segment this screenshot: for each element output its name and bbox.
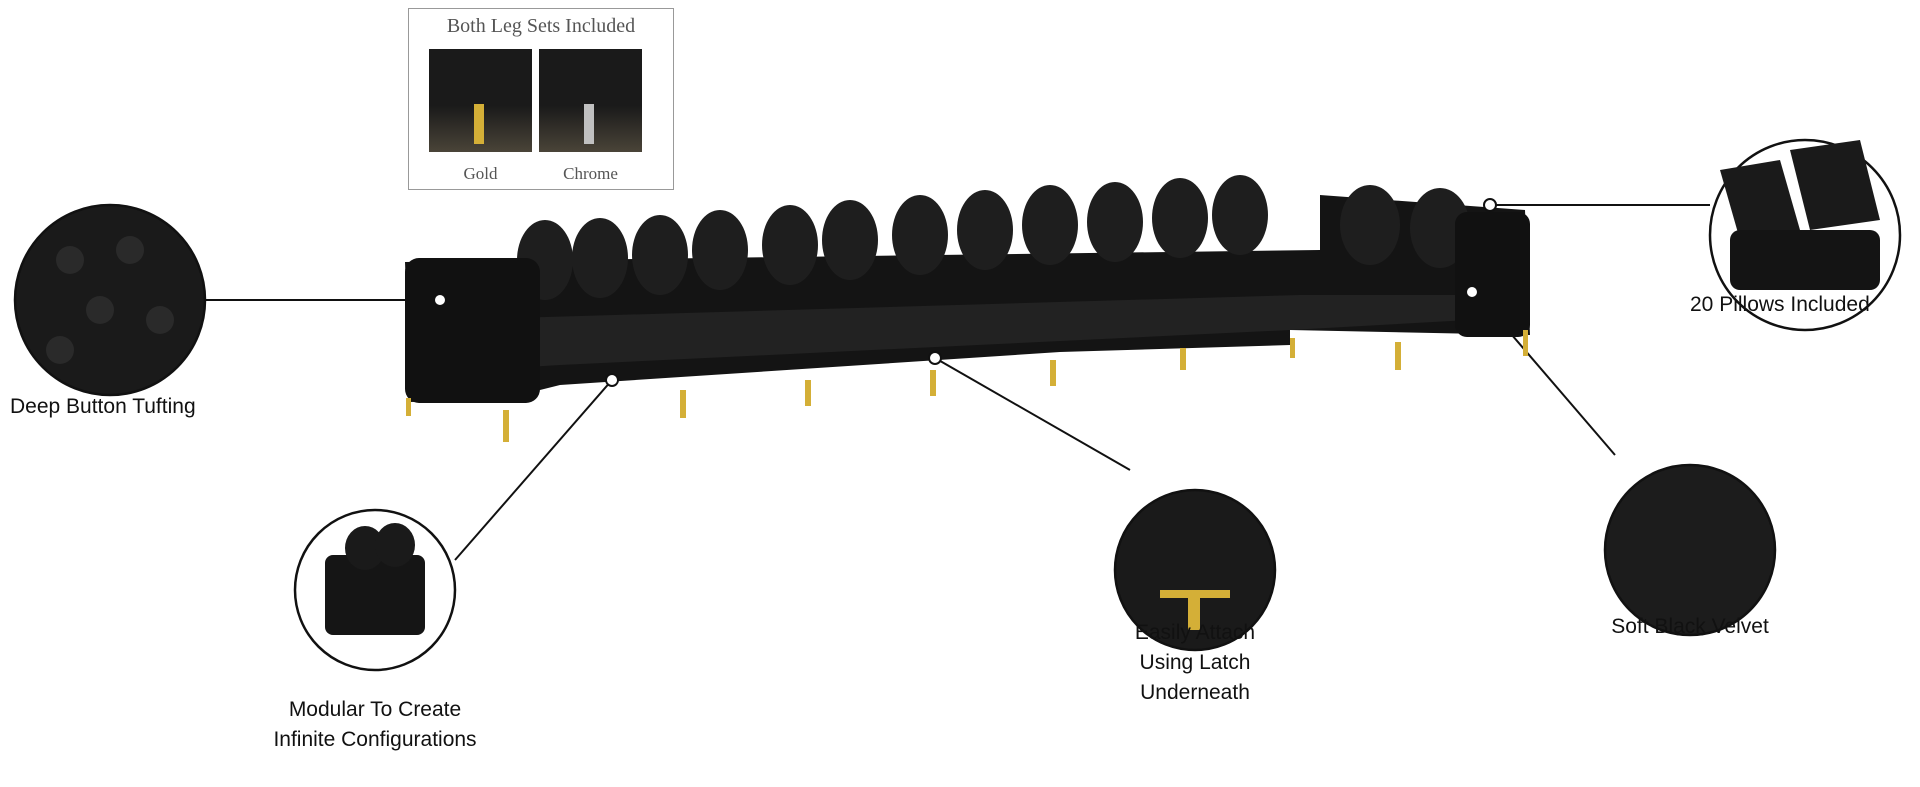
latch-detail-image — [1113, 488, 1277, 652]
callout-dots — [433, 198, 1497, 387]
pillows — [517, 175, 1470, 300]
callout-lines — [205, 204, 1710, 561]
tufting-label: Deep Button Tufting — [10, 395, 196, 418]
detail-circles — [13, 138, 1902, 672]
gold-leg-image — [429, 49, 532, 152]
latch-label-line: Using Latch — [1139, 651, 1251, 674]
modular-label-line: Infinite Configurations — [273, 728, 477, 751]
pillows-label: 20 Pillows Included — [1690, 293, 1870, 316]
tufting-detail-image — [13, 203, 207, 397]
chrome-leg-image — [539, 49, 642, 152]
modular-label: Modular To Create Infinite Configuration… — [270, 695, 480, 755]
latch-label-line: Underneath — [1140, 681, 1250, 704]
velvet-detail-image — [1603, 463, 1777, 637]
leg-options-panel: Both Leg Sets Included Gold Chrome — [408, 8, 674, 190]
chrome-caption: Chrome — [563, 164, 618, 183]
gold-legs — [406, 330, 1528, 442]
gold-caption: Gold — [463, 164, 498, 183]
leg-options-title: Both Leg Sets Included — [446, 15, 636, 37]
sofa — [405, 175, 1530, 442]
modular-label-line: Modular To Create — [288, 698, 462, 721]
latch-label: Easily Attach Using Latch Underneath — [1110, 618, 1280, 708]
velvet-label: Soft Black Velvet — [1611, 615, 1769, 638]
latch-label-line: Easily Attach — [1134, 621, 1256, 644]
